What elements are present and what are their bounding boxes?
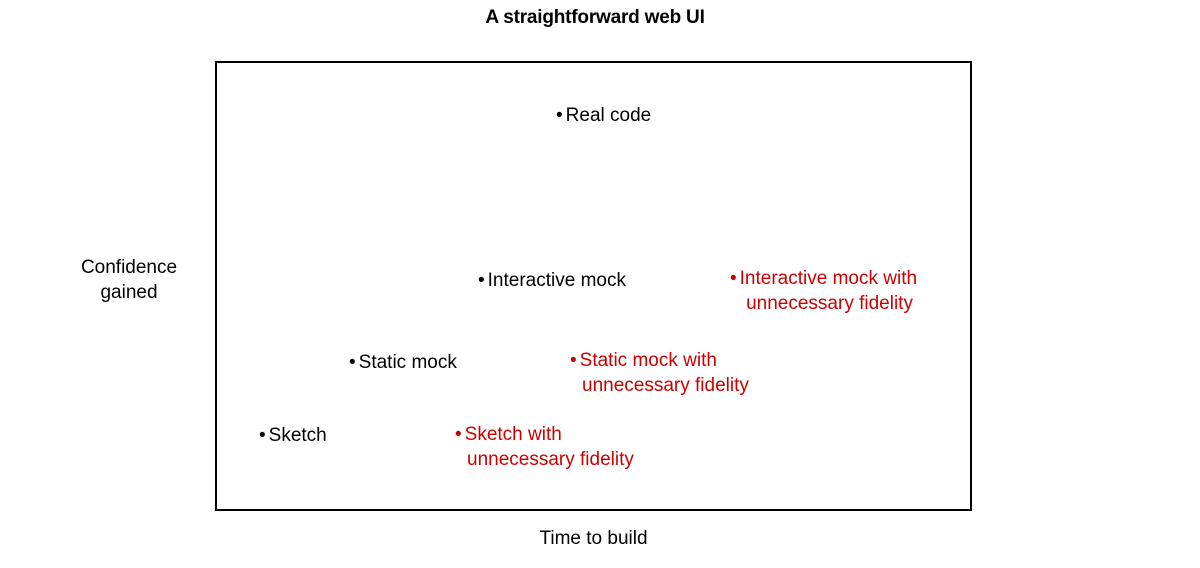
data-point-label-text-line1: Sketch with: [464, 424, 562, 445]
data-point-label-text-line1: Interactive mock with: [739, 268, 918, 289]
data-point-interactive-mock-unnecessary-fidelity: •Interactive mock with unnecessary fidel…: [730, 266, 917, 316]
y-axis-label-line2: gained: [100, 282, 158, 303]
data-point-interactive-mock: •Interactive mock: [478, 268, 626, 293]
data-point-label-text: Interactive mock: [487, 270, 626, 291]
bullet-icon: •: [259, 425, 266, 446]
data-point-label-text: Static mock: [358, 352, 457, 373]
bullet-icon: •: [730, 268, 737, 289]
data-point-label-text: Real code: [565, 105, 652, 126]
data-point-static-mock-unnecessary-fidelity: •Static mock with unnecessary fidelity: [570, 348, 749, 398]
x-axis-label: Time to build: [539, 528, 648, 549]
bullet-icon: •: [478, 270, 485, 291]
bullet-icon: •: [570, 350, 577, 371]
data-point-label-text-line2: unnecessary fidelity: [467, 449, 634, 470]
bullet-icon: •: [556, 105, 563, 126]
chart-title: A straightforward web UI: [485, 7, 705, 28]
bullet-icon: •: [349, 352, 356, 373]
data-point-real-code: •Real code: [556, 103, 651, 128]
bullet-icon: •: [455, 424, 462, 445]
data-point-static-mock: •Static mock: [349, 350, 457, 375]
data-point-label-text: Sketch: [268, 425, 327, 446]
y-axis-label-line1: Confidence: [80, 257, 178, 278]
data-point-label-text-line1: Static mock with: [579, 350, 717, 371]
plot-area: [215, 61, 972, 511]
y-axis-label: Confidence gained: [44, 255, 214, 305]
data-point-sketch: •Sketch: [259, 423, 327, 448]
data-point-sketch-unnecessary-fidelity: •Sketch with unnecessary fidelity: [455, 422, 634, 472]
data-point-label-text-line2: unnecessary fidelity: [746, 293, 913, 314]
data-point-label-text-line2: unnecessary fidelity: [582, 375, 749, 396]
